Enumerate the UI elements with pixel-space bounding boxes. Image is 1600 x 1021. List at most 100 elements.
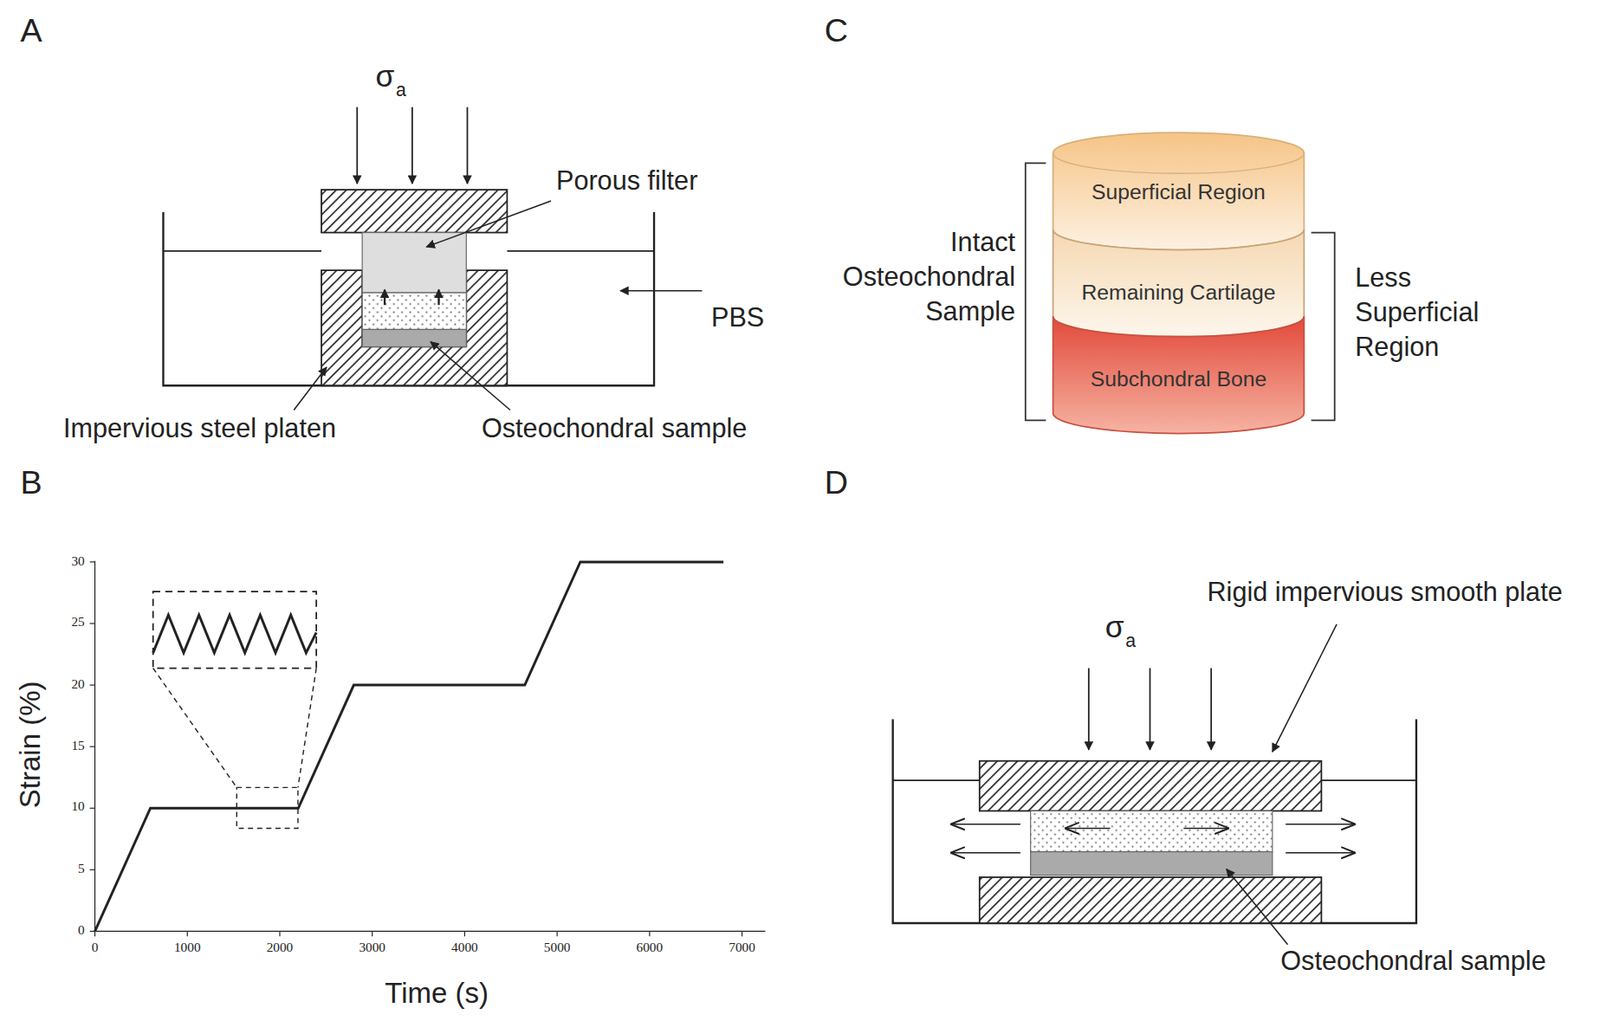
text-label: a (395, 79, 407, 101)
top-rim (1053, 153, 1305, 175)
drawing-stroke (430, 342, 511, 411)
text-label: a (1125, 630, 1136, 652)
drawing-stroke (236, 787, 298, 829)
drawing-stroke (1183, 828, 1228, 830)
panel-letter: B (20, 464, 43, 502)
text-label: Osteochondral sample (1280, 946, 1546, 978)
strain-chart (90, 561, 766, 937)
drawing-stroke (952, 852, 1021, 854)
tick-label: 20 (71, 677, 85, 694)
text-label: Impervious steel platen (63, 414, 337, 445)
layer-shape (1053, 296, 1305, 435)
drawing-stroke (1030, 810, 1273, 852)
drawing-stroke (1272, 624, 1337, 752)
tick-label: 5000 (544, 940, 571, 957)
layer-outline (1053, 132, 1305, 250)
drawing-stroke (1210, 668, 1212, 751)
text-label: Less Superficial Region (1354, 259, 1529, 364)
tick-label: 25 (71, 615, 85, 632)
drawing-stroke (952, 823, 1021, 825)
drawing-stroke (90, 562, 743, 937)
drawing-stroke (293, 367, 327, 410)
drawing-stroke (153, 668, 238, 789)
drawing-stroke (464, 931, 466, 937)
layer-label: Subchondral Bone (1053, 367, 1305, 392)
drawing-stroke (1030, 852, 1273, 876)
layer-label: Remaining Cartilage (1053, 280, 1305, 305)
drawing-stroke (466, 107, 469, 184)
text-label: Osteochondral sample (481, 414, 747, 445)
cylinder-layer: Superficial Region (1053, 132, 1305, 250)
drawing-stroke (153, 615, 317, 654)
tick-label: 1000 (174, 940, 201, 957)
drawing-stroke (356, 107, 358, 184)
tick-label: 2000 (266, 940, 294, 957)
cylinder-layer: Remaining Cartilage (1053, 208, 1305, 337)
drawing-stroke (371, 931, 373, 937)
drawing-stroke (90, 684, 96, 686)
tick-label: 4000 (451, 940, 479, 957)
drawing-stroke (94, 931, 96, 937)
text-label: σ (1105, 609, 1125, 646)
panel-letter: C (824, 12, 849, 50)
drawing-stroke (1066, 828, 1111, 830)
drawing-stroke (162, 212, 655, 386)
tick-label: 15 (71, 738, 85, 755)
text-label: Intact Osteochondral Sample (810, 224, 1016, 329)
drawing-stroke (362, 292, 467, 330)
drawing-stroke (411, 107, 414, 184)
drawing-stroke (1321, 779, 1417, 782)
drawing-stroke (893, 719, 1417, 924)
text-label: PBS (711, 303, 765, 334)
drawing-stroke (1149, 668, 1152, 751)
tick-label: 6000 (636, 940, 664, 957)
drawing-stroke (362, 329, 467, 347)
text-label: Rigid impervious smooth plate (1206, 577, 1562, 609)
drawing-stroke (741, 931, 743, 937)
drawing-stroke (90, 622, 96, 624)
tick-label: 30 (71, 553, 85, 570)
drawing-stroke (187, 931, 188, 937)
panel-d-apparatus (893, 624, 1417, 946)
drawing-stroke (506, 250, 655, 253)
text-label: Porous filter (556, 166, 698, 197)
drawing-stroke (90, 561, 96, 563)
layer-outline (1053, 229, 1305, 337)
layer-label: Superficial Region (1053, 179, 1305, 204)
panel-letter: D (824, 464, 849, 502)
drawing-stroke (557, 931, 558, 937)
cylinder-layer: Subchondral Bone (1053, 296, 1305, 435)
panel-a-apparatus (162, 107, 702, 411)
drawing-stroke (362, 233, 467, 293)
layer-shape (1053, 208, 1305, 337)
drawing-stroke (95, 931, 766, 933)
tick-label: 10 (71, 800, 85, 817)
text-label: σ (375, 58, 395, 95)
drawing-stroke (1226, 869, 1289, 946)
drawing-stroke (90, 746, 96, 748)
drawing-stroke (95, 562, 725, 933)
drawing-stroke (1285, 852, 1354, 854)
panel-letter: A (20, 12, 43, 50)
tick-label: 0 (77, 923, 85, 940)
drawing-stroke (1285, 823, 1354, 825)
tick-label: 3000 (358, 940, 386, 957)
drawing-stroke (90, 869, 96, 871)
drawing-stroke (893, 779, 980, 782)
drawing-stroke (297, 668, 317, 789)
drawing-stroke (153, 591, 317, 668)
drawing-stroke (426, 200, 551, 247)
text-label: Strain (%) (13, 681, 47, 810)
drawing-stroke (1025, 162, 1047, 421)
tick-label: 7000 (728, 940, 756, 957)
drawing-stroke (437, 290, 440, 306)
drawing-stroke (648, 931, 650, 937)
drawing-stroke (90, 808, 96, 810)
drawing-stroke (979, 877, 1322, 924)
drawing-stroke (162, 250, 322, 253)
text-label: Time (s) (384, 977, 489, 1011)
drawing-stroke (979, 761, 1322, 812)
drawing-stroke (1088, 668, 1090, 751)
